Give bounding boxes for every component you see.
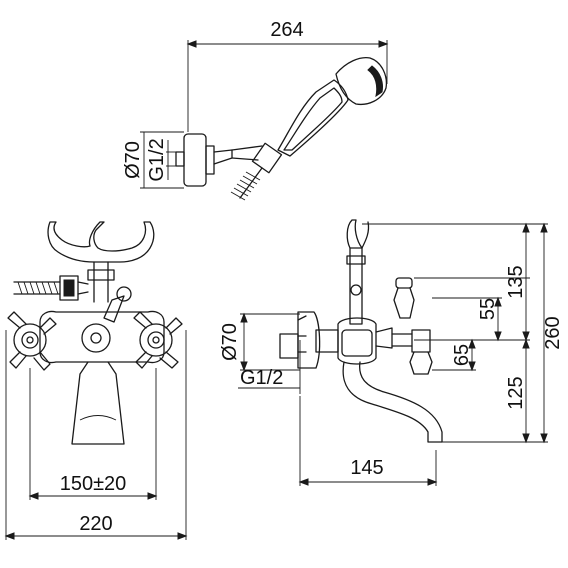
dim-height-135: 135	[505, 265, 527, 298]
bracket-nipple	[175, 151, 185, 167]
dim-front-width: 220	[79, 513, 112, 535]
center-knob	[81, 323, 111, 353]
hand-shower-view: 264 Ø70 G1/2	[122, 19, 389, 201]
hose-nut	[251, 142, 283, 174]
dim-height-65: 65	[451, 344, 473, 366]
hose-front	[13, 281, 61, 295]
mixer-body	[39, 310, 165, 364]
side-cradle	[346, 219, 363, 249]
right-handle	[133, 311, 183, 369]
shower-cradle	[47, 221, 155, 263]
dim-shower-thread: G1/2	[146, 138, 168, 181]
bracket-arm	[213, 149, 233, 165]
hose-nut-front	[59, 275, 79, 301]
side-handle-lower	[391, 329, 433, 375]
side-view: Ø70 G1/2 145 135 55 65 12	[219, 219, 564, 486]
shower-face	[367, 65, 383, 98]
spout-front	[71, 361, 125, 445]
dim-front-centers: 150±20	[60, 473, 127, 495]
bracket-collar	[205, 145, 215, 175]
shower-head	[335, 56, 388, 106]
side-spout	[342, 361, 443, 443]
dim-side-diameter: Ø70	[219, 323, 241, 361]
dim-shower-width: 264	[270, 19, 303, 41]
dim-height-125: 125	[505, 376, 527, 409]
wall-flange	[297, 311, 321, 369]
riser	[349, 247, 363, 325]
left-handle	[7, 311, 57, 371]
wall-bracket	[183, 133, 207, 187]
side-handle-upper	[375, 277, 415, 349]
dim-total-height: 260	[542, 316, 564, 349]
dim-spout-reach: 145	[350, 457, 383, 479]
dim-side-thread: G1/2	[240, 367, 283, 389]
dim-height-55: 55	[477, 298, 499, 320]
shower-handle	[277, 79, 349, 157]
dim-shower-diameter: Ø70	[122, 141, 144, 179]
inlet-nipple	[279, 333, 299, 359]
front-view: 150±20 220	[4, 221, 188, 540]
side-body	[337, 317, 377, 365]
hose-spiral	[230, 167, 263, 201]
